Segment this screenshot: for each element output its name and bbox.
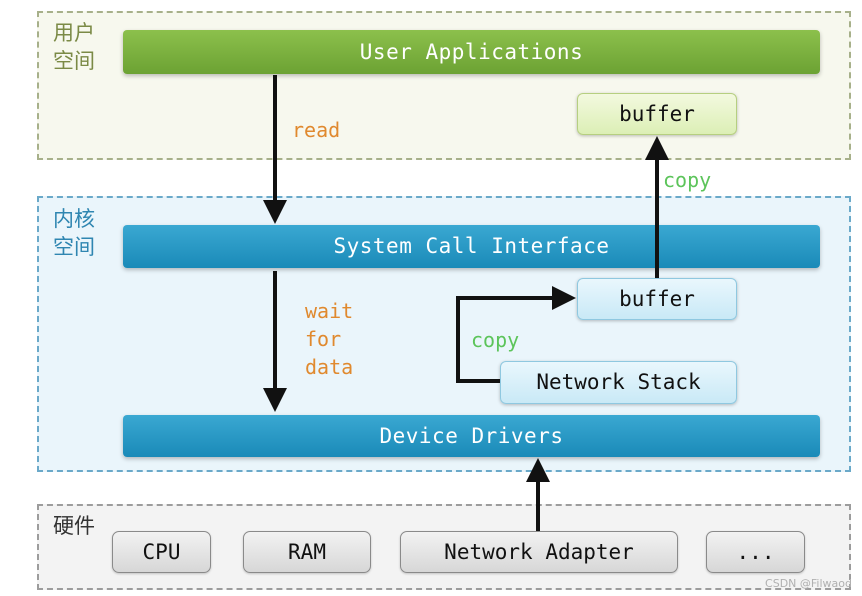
read-label: read — [292, 118, 341, 142]
kernel-space-label: 内核 空间 — [53, 207, 95, 259]
hardware-item-more: ... — [706, 531, 805, 573]
kernel-buffer-box: buffer — [577, 278, 737, 320]
copy-label-bottom: copy — [471, 328, 520, 352]
hardware-item-cpu: CPU — [112, 531, 211, 573]
hardware-item-network-adapter: Network Adapter — [400, 531, 678, 573]
copy-label-top: copy — [663, 168, 712, 192]
user-buffer-box: buffer — [577, 93, 737, 135]
system-call-interface-layer: System Call Interface — [123, 225, 820, 268]
watermark: CSDN @Filwaod — [765, 577, 852, 590]
hardware-item-ram: RAM — [243, 531, 371, 573]
user-applications-layer: User Applications — [123, 30, 820, 74]
hardware-label: 硬件 — [53, 514, 95, 538]
user-space-label: 用户 空间 — [53, 21, 95, 73]
network-stack-box: Network Stack — [500, 361, 737, 404]
device-drivers-layer: Device Drivers — [123, 415, 820, 457]
wait-for-data-label: wait for data — [305, 299, 354, 379]
copy-to-kernel-buffer-arrow — [456, 286, 576, 383]
